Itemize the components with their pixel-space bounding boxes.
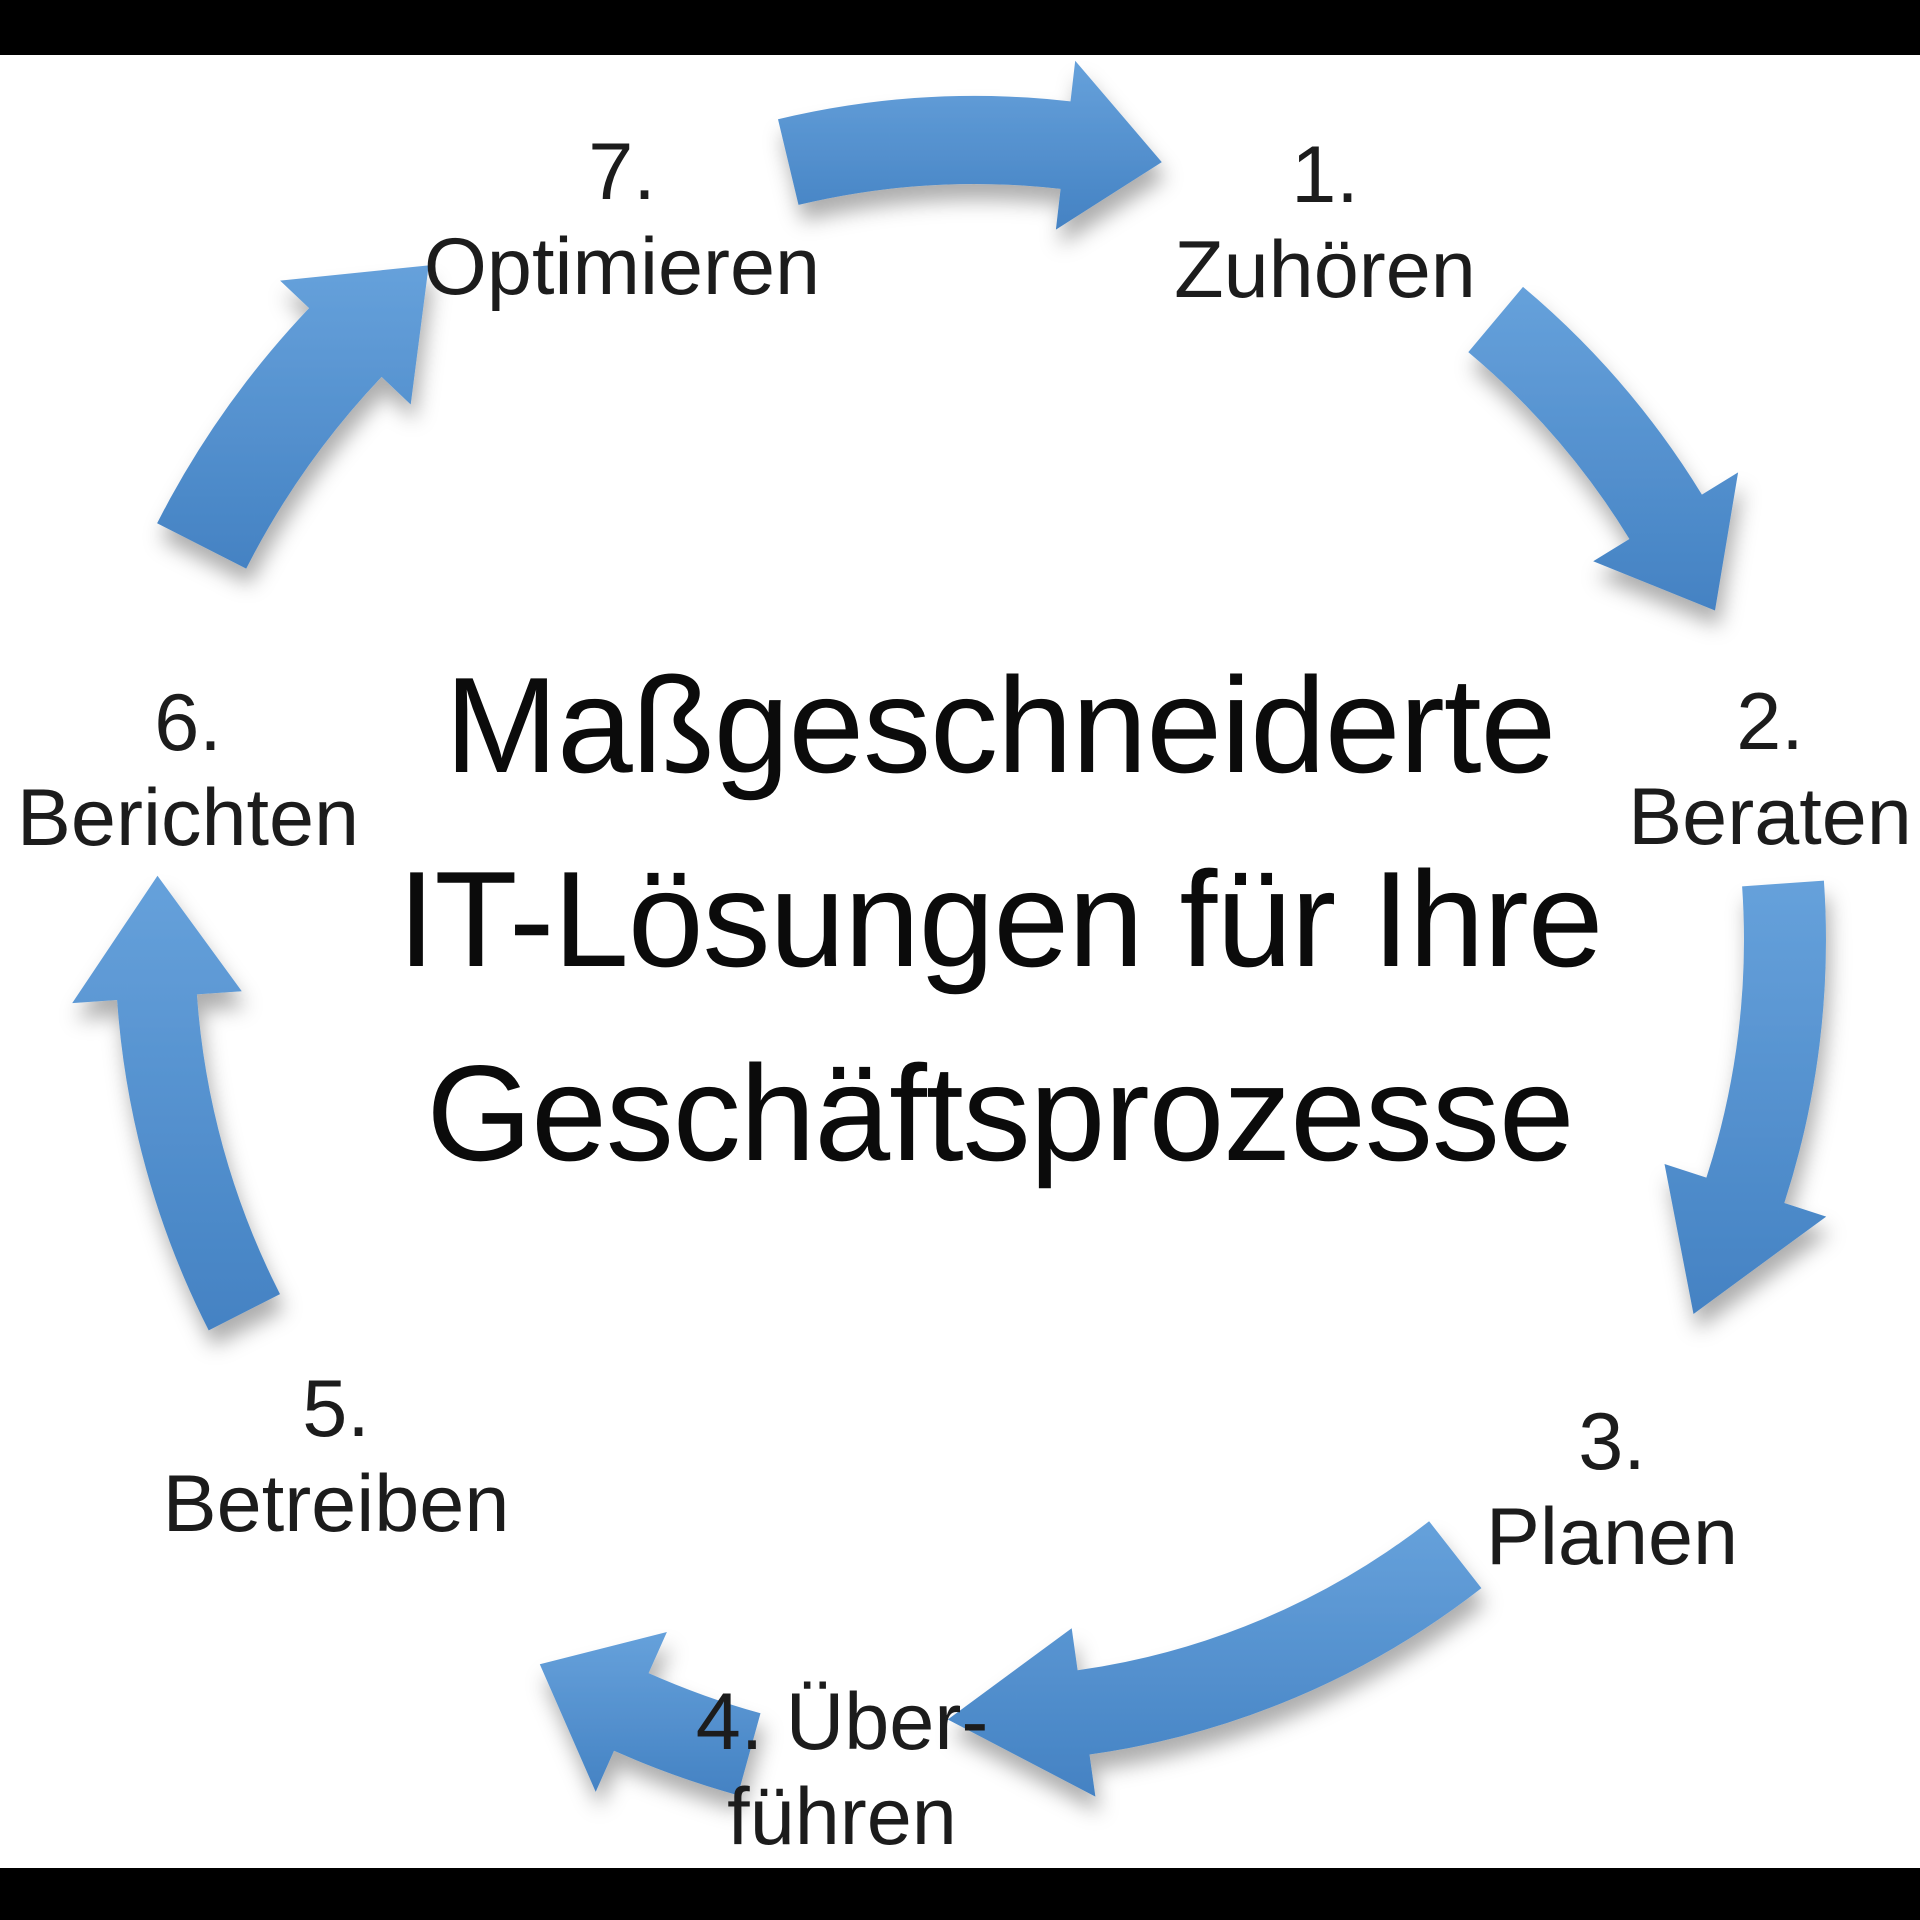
step-1-name: Zuhören bbox=[1174, 225, 1476, 315]
step-3-number: 3. bbox=[1578, 1397, 1646, 1487]
step-5-name: Betreiben bbox=[162, 1459, 510, 1549]
step-2-number: 2. bbox=[1736, 677, 1804, 767]
step-label-3-planen: 3. Planen bbox=[1486, 1395, 1738, 1585]
arrow-2-to-3 bbox=[1664, 880, 1827, 1314]
step-1-number: 1. bbox=[1291, 130, 1359, 220]
center-title: Maßgeschneiderte IT-Lösungen für Ihre Ge… bbox=[397, 628, 1604, 1210]
step-label-2-beraten: 2. Beraten bbox=[1628, 675, 1912, 865]
letterbox-top-bar bbox=[0, 0, 1920, 55]
step-label-6-berichten: 6. Berichten bbox=[17, 676, 359, 866]
arrow-4-to-5 bbox=[539, 1632, 761, 1796]
center-title-line-3: Geschäftsprozesse bbox=[426, 1037, 1574, 1189]
step-label-4-ueberfuehren: 4. Über- führen bbox=[696, 1675, 989, 1865]
step-3-name: Planen bbox=[1485, 1492, 1739, 1582]
step-6-name: Berichten bbox=[16, 773, 360, 863]
step-label-1-zuhoeren: 1. Zuhören bbox=[1174, 128, 1476, 318]
center-title-line-1: Maßgeschneiderte bbox=[444, 649, 1556, 801]
step-4-name: führen bbox=[727, 1772, 957, 1862]
arrow-7-to-1 bbox=[778, 60, 1162, 230]
step-label-5-betreiben: 5. Betreiben bbox=[163, 1362, 510, 1552]
step-label-7-optimieren: 7. Optimieren bbox=[424, 125, 820, 315]
letterbox-bottom-bar bbox=[0, 1868, 1920, 1920]
step-7-name: Optimieren bbox=[423, 222, 821, 312]
arrow-3-to-4 bbox=[947, 1521, 1482, 1797]
arrow-6-to-7 bbox=[157, 265, 429, 569]
step-6-number: 6. bbox=[154, 678, 222, 768]
step-5-number: 5. bbox=[302, 1364, 370, 1454]
step-4-number: 4. Über- bbox=[695, 1677, 989, 1767]
cycle-arrows-group bbox=[72, 60, 1827, 1797]
center-title-line-2: IT-Lösungen für Ihre bbox=[397, 843, 1604, 995]
arrow-1-to-2 bbox=[1468, 286, 1739, 611]
arrow-5-to-6 bbox=[72, 875, 280, 1331]
step-2-name: Beraten bbox=[1628, 772, 1912, 862]
step-7-number: 7. bbox=[588, 127, 656, 217]
